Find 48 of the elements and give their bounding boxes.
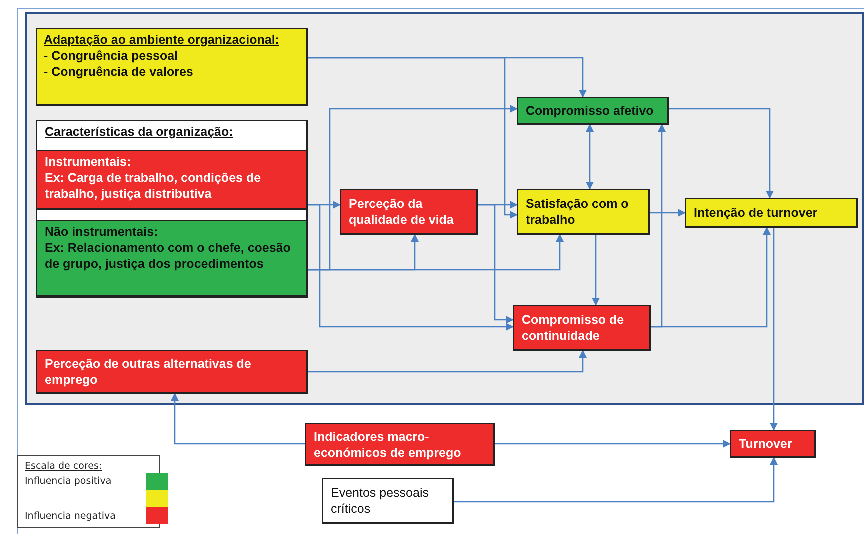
description: Ex: Relacionamento com o chefe, coesão de grupo, justiça dos procedimentos	[45, 240, 292, 272]
legend-label: Influencia negativa	[25, 511, 116, 522]
node-text: Perceção de outras alternativas de emprego	[45, 356, 252, 388]
arrow	[651, 227, 771, 328]
arrow	[454, 457, 778, 503]
node-text: Eventos pessoais críticos	[331, 485, 430, 517]
model-panel	[25, 12, 864, 405]
node-text: Intenção de turnover	[694, 205, 819, 221]
process-box	[730, 430, 816, 458]
group-box	[36, 120, 308, 298]
arrow	[308, 105, 518, 271]
process-box	[517, 97, 669, 125]
node-text: Indicadores macro-económicos de emprego	[314, 428, 462, 460]
list-item: - Congruência de valores	[44, 64, 194, 80]
heading: Não instrumentais:	[45, 224, 160, 240]
node-text: Compromisso afetivo	[526, 103, 655, 119]
arrow	[586, 124, 594, 190]
arrow	[669, 108, 774, 199]
arrow	[308, 350, 587, 373]
process-box	[517, 189, 650, 235]
arrow	[650, 209, 686, 217]
arrow	[308, 204, 514, 331]
process-box	[685, 198, 858, 228]
arrow	[171, 393, 305, 445]
node-text: Satisfação com o trabalho	[526, 196, 630, 228]
heading: Instrumentais:	[45, 154, 132, 170]
process-box	[322, 478, 454, 524]
heading: Características da organização:	[45, 124, 234, 140]
factor-box	[36, 28, 308, 106]
process-box	[513, 305, 651, 351]
arrow	[770, 228, 778, 431]
arrow	[308, 57, 518, 219]
list-item: - Congruência pessoal	[44, 48, 180, 64]
factor-box	[36, 150, 308, 210]
node-text: Perceção da qualidade de vida	[349, 196, 455, 228]
process-box	[340, 189, 478, 235]
legend-title: Escala de cores:	[25, 461, 102, 472]
process-box	[36, 350, 308, 394]
description: Ex: Carga de trabalho, condições de trabalho, justiça distributiva	[45, 170, 262, 202]
arrow	[478, 204, 514, 324]
node-text: Compromisso de continuidade	[522, 312, 626, 344]
legend-label: Influencia positiva	[25, 476, 112, 487]
factor-box	[36, 220, 308, 297]
process-box	[305, 423, 495, 466]
heading: Adaptação ao ambiente organizacional:	[44, 32, 280, 48]
arrow	[592, 235, 600, 306]
node-text: Turnover	[739, 436, 794, 452]
arrow	[495, 440, 731, 448]
